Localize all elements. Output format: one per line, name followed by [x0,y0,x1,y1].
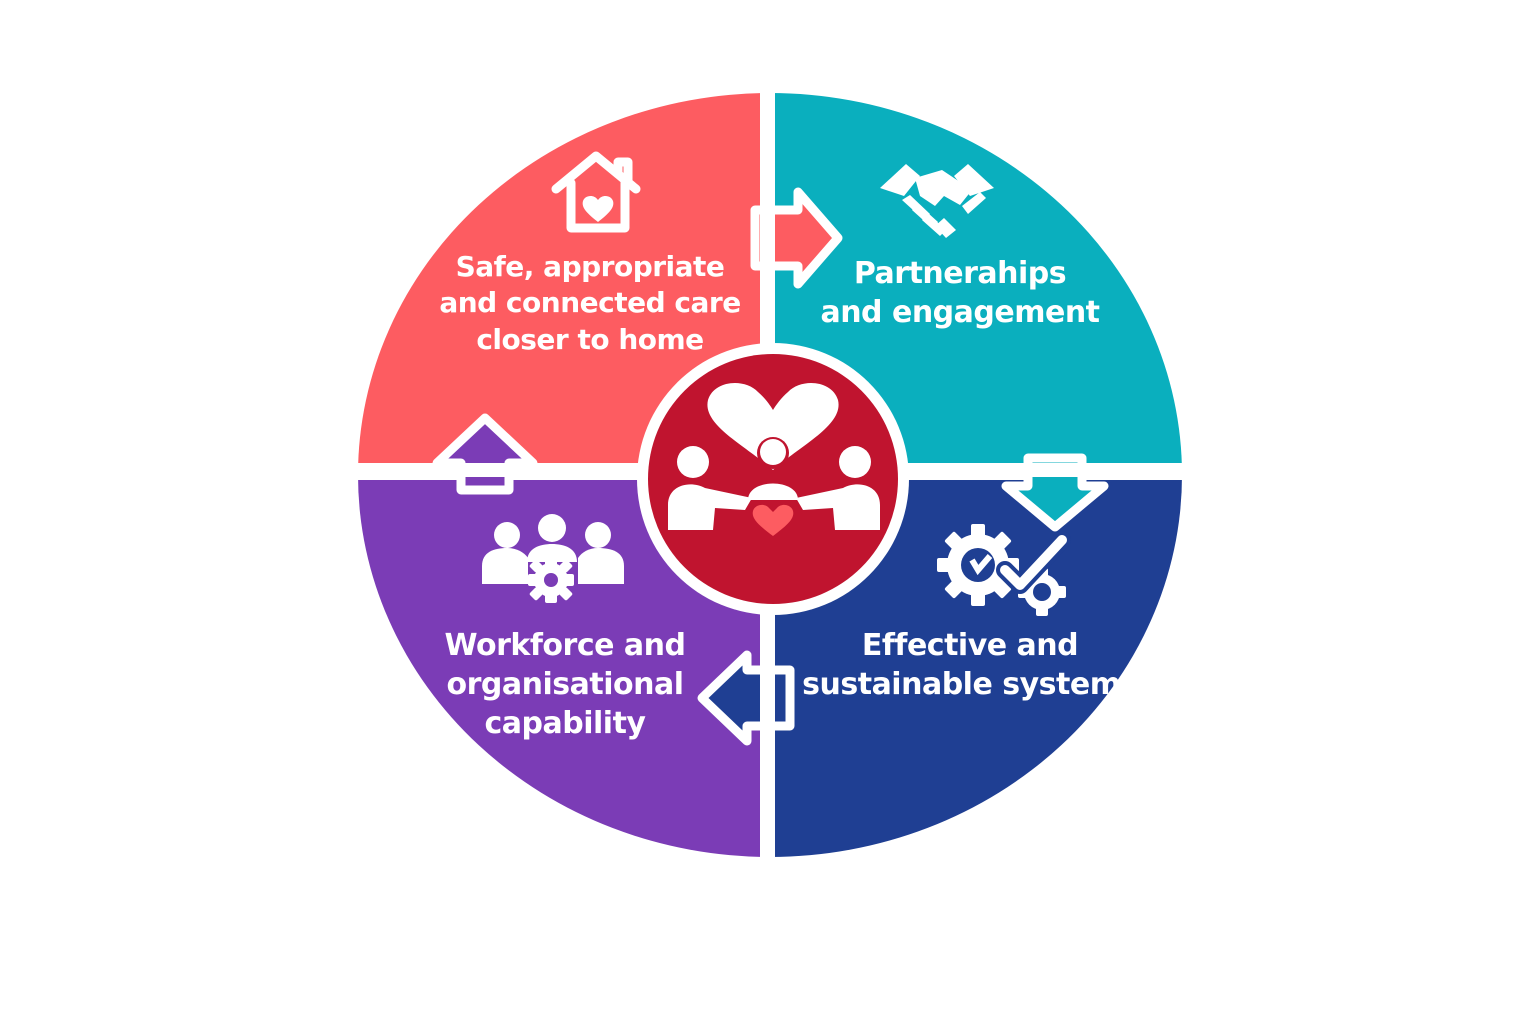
label-line: capability [484,706,646,741]
label-line: Effective and [861,628,1079,663]
label-line: and connected care [439,286,741,320]
team-gear-icon [482,514,624,603]
label-partnerships: Partnerahips and engagement [800,254,1120,332]
people-heart-icon [668,382,880,536]
label-line: Workforce and [444,628,687,663]
label-line: organisational [446,667,684,702]
label-line: sustainable systems [802,667,1138,702]
label-line: and engagement [820,295,1100,330]
center-badge [637,343,909,615]
gear-check-icon [937,524,1071,616]
label-effective-systems: Effective and sustainable systems [800,626,1140,704]
handshake-icon [880,164,994,238]
label-workforce: Workforce and organisational capability [405,626,725,743]
house-heart-icon [551,151,641,233]
label-line: Partnerahips [853,256,1067,291]
label-line: Safe, appropriate [455,250,725,283]
label-line: closer to home [476,322,704,356]
label-safe-care: Safe, appropriate and connected care clo… [430,249,750,358]
